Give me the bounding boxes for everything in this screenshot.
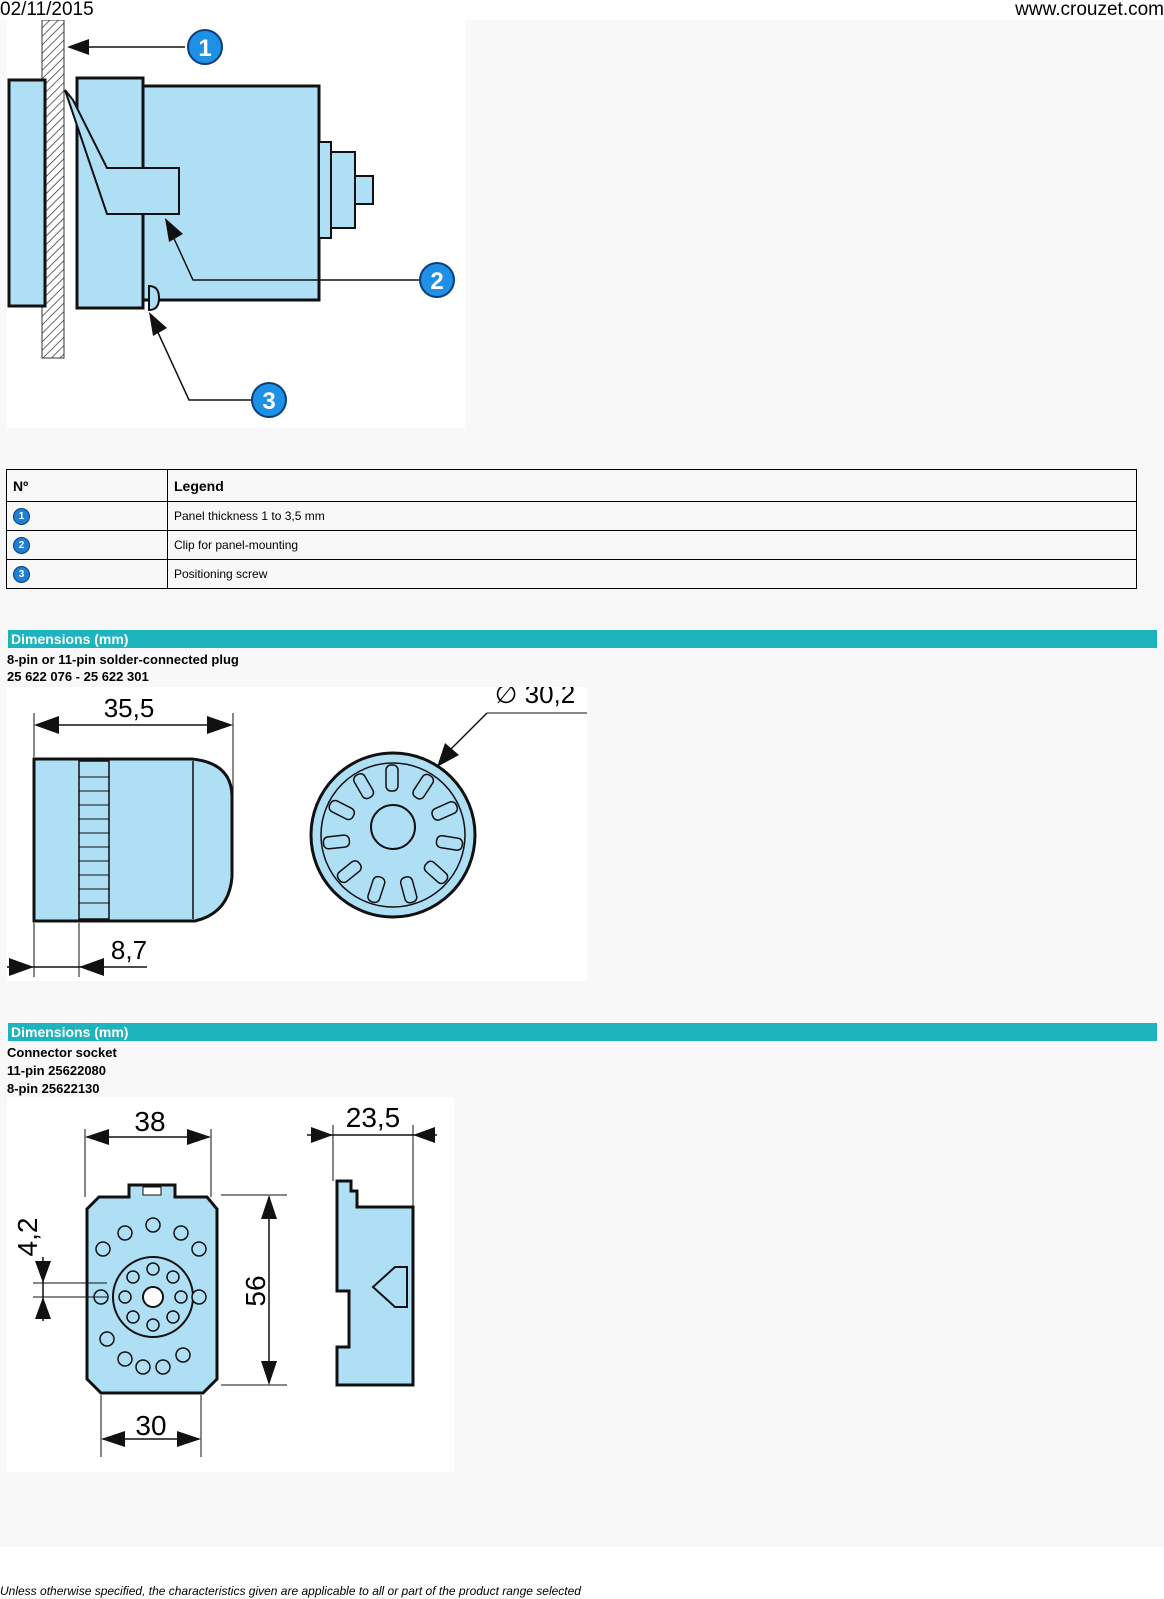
callout-2: 2 bbox=[419, 262, 455, 298]
dim-height: 56 bbox=[240, 1275, 271, 1306]
plug-refs: 25 622 076 - 25 622 301 bbox=[7, 669, 149, 684]
footer-disclaimer: Unless otherwise specified, the characte… bbox=[0, 1584, 581, 1598]
dim-depth: 23,5 bbox=[346, 1102, 401, 1133]
socket-8pin-ref: 8-pin 25622130 bbox=[7, 1081, 100, 1096]
socket-11pin-ref: 11-pin 25622080 bbox=[7, 1063, 107, 1078]
socket-dimension-figure: 38 23,5 56 4,2 30 bbox=[7, 1097, 454, 1472]
dim-diameter: ∅ 30,2 bbox=[495, 687, 575, 709]
callout-badge-icon: 3 bbox=[13, 565, 30, 583]
print-date: 02/11/2015 bbox=[0, 0, 94, 20]
callout-badge-icon: 2 bbox=[13, 536, 30, 554]
dim-length: 35,5 bbox=[104, 693, 155, 723]
table-row: 3 Positioning screw bbox=[6, 559, 1137, 589]
legend-text: Clip for panel-mounting bbox=[167, 530, 1137, 560]
callout-badge-icon: 1 bbox=[13, 507, 30, 525]
svg-text:3: 3 bbox=[262, 388, 275, 415]
header-no: Nº bbox=[6, 469, 168, 502]
table-row: 1 Panel thickness 1 to 3,5 mm bbox=[6, 501, 1137, 531]
dim-width: 38 bbox=[134, 1106, 165, 1137]
svg-text:2: 2 bbox=[430, 268, 443, 295]
plug-dimension-figure: 35,5 8,7 ∅ 30,2 bbox=[7, 679, 587, 981]
callout-3: 3 bbox=[251, 382, 287, 418]
dim-base: 30 bbox=[135, 1410, 166, 1441]
site-url: www.crouzet.com bbox=[1015, 0, 1164, 20]
header-legend: Legend bbox=[167, 469, 1137, 502]
callout-1: 1 bbox=[187, 29, 223, 65]
panel-mounting-figure: 1 2 3 bbox=[7, 19, 465, 428]
dim-offset: 4,2 bbox=[12, 1218, 43, 1257]
legend-text: Panel thickness 1 to 3,5 mm bbox=[167, 501, 1137, 531]
table-header-row: Nº Legend bbox=[6, 469, 1137, 502]
legend-table: Nº Legend 1 Panel thickness 1 to 3,5 mm … bbox=[6, 469, 1137, 589]
legend-text: Positioning screw bbox=[167, 559, 1137, 589]
dim-collar: 8,7 bbox=[111, 935, 147, 965]
section-header-dimensions: Dimensions (mm) bbox=[8, 630, 1157, 648]
svg-text:1: 1 bbox=[198, 35, 211, 62]
socket-subtitle: Connector socket bbox=[7, 1045, 117, 1060]
table-row: 2 Clip for panel-mounting bbox=[6, 530, 1137, 560]
plug-subtitle: 8-pin or 11-pin solder-connected plug bbox=[7, 652, 239, 667]
section-header-dimensions-socket: Dimensions (mm) bbox=[8, 1023, 1157, 1041]
